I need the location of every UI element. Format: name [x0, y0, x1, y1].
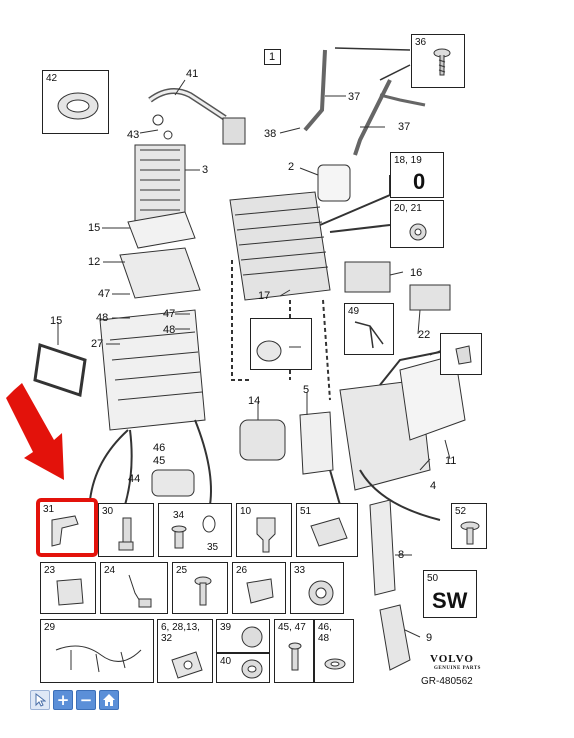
callout-12[interactable]: 12	[88, 256, 101, 268]
wiring-connector-icon	[128, 574, 152, 608]
panel-49[interactable]: 49	[344, 303, 394, 355]
wire-clip-icon	[354, 321, 384, 349]
panel-25[interactable]: 25	[172, 562, 228, 614]
callout-44[interactable]: 44	[128, 473, 141, 485]
grommet-icon-40	[241, 659, 263, 679]
panel-18-19[interactable]: 18, 19 0	[390, 152, 444, 198]
callout-41[interactable]: 41	[186, 68, 199, 80]
panel-23[interactable]: 23	[40, 562, 96, 614]
callout-5[interactable]: 5	[303, 384, 310, 396]
clip-icon	[455, 345, 472, 365]
ring-duct-icon	[57, 92, 99, 120]
brand-subtitle: GENUINE PARTS	[434, 666, 481, 671]
grommet-icon	[409, 223, 427, 241]
panel-31-highlighted[interactable]: 31	[36, 498, 98, 557]
motor-icon	[171, 651, 203, 679]
zoom-out-button[interactable]: −	[76, 690, 96, 710]
panel-24[interactable]: 24	[100, 562, 168, 614]
reference-number: GR-480562	[421, 676, 473, 687]
callout-47b[interactable]: 47	[163, 308, 176, 320]
panel-51[interactable]: 51	[296, 503, 358, 557]
callout-3[interactable]: 3	[202, 164, 209, 176]
screw-icon-25	[194, 576, 212, 606]
home-icon	[103, 694, 115, 706]
callout-45[interactable]: 45	[153, 455, 166, 467]
sensor-icon	[118, 517, 134, 551]
red-arrow-pointer	[6, 383, 64, 480]
bolt-washer-icon	[171, 515, 216, 549]
callout-46[interactable]: 46	[153, 442, 166, 454]
wiring-harness-icon	[55, 645, 142, 673]
panel-54-53[interactable]	[250, 318, 312, 370]
callout-15b[interactable]: 15	[50, 315, 63, 327]
callout-2[interactable]: 2	[288, 161, 295, 173]
callout-27[interactable]: 27	[91, 338, 104, 350]
panel-29[interactable]: 29	[40, 619, 154, 683]
callout-38[interactable]: 38	[264, 128, 277, 140]
panel-46-48[interactable]: 46, 48	[314, 619, 354, 683]
panel-52[interactable]: 52	[451, 503, 487, 549]
panel-45-47[interactable]: 45, 47	[274, 619, 314, 683]
pointer-icon	[35, 693, 46, 707]
marker-label: 1	[269, 51, 276, 63]
panel-40[interactable]: 40	[216, 653, 270, 683]
callout-4[interactable]: 4	[430, 480, 437, 492]
control-module-icon	[310, 517, 348, 547]
callout-22[interactable]: 22	[418, 329, 431, 341]
zoom-in-button[interactable]: +	[53, 690, 73, 710]
bracket-icon	[51, 515, 79, 547]
panel-33[interactable]: 33	[290, 562, 344, 614]
callout-11[interactable]: 11	[445, 455, 457, 467]
panel-30[interactable]: 30	[98, 503, 154, 557]
panel-34-35[interactable]: 34 35	[158, 503, 232, 557]
screw-icon	[433, 48, 451, 76]
panel-36[interactable]: 36	[411, 34, 465, 88]
marker-box: 1	[264, 49, 281, 65]
clamp-icon	[256, 517, 276, 553]
plate-icon	[56, 578, 84, 606]
washer-icon	[324, 658, 346, 670]
callout-47[interactable]: 47	[98, 288, 111, 300]
seal-clip-icon	[246, 578, 274, 604]
panel-39[interactable]: 39	[216, 619, 270, 653]
panel-26[interactable]: 26	[232, 562, 286, 614]
viewer-toolbar: + −	[30, 690, 119, 712]
panel-20-21[interactable]: 20, 21	[390, 200, 444, 248]
callout-9[interactable]: 9	[426, 632, 433, 644]
brand-logo: VOLVO	[430, 653, 474, 665]
callout-43[interactable]: 43	[127, 129, 140, 141]
callout-37b[interactable]: 37	[398, 121, 411, 133]
callout-37[interactable]: 37	[348, 91, 361, 103]
home-button[interactable]	[99, 690, 119, 710]
panel-7[interactable]	[440, 333, 482, 375]
panel-6-28-13-32[interactable]: 6, 28,13, 32	[157, 619, 213, 683]
callout-16[interactable]: 16	[410, 267, 423, 279]
callout-48b[interactable]: 48	[163, 324, 176, 336]
cap-screw-icon	[256, 340, 301, 362]
pointer-button[interactable]	[30, 690, 50, 710]
plug-icon	[241, 626, 263, 648]
fastener-icon	[288, 642, 302, 671]
callout-15[interactable]: 15	[88, 222, 101, 234]
panel-10[interactable]: 10	[236, 503, 292, 557]
callout-48[interactable]: 48	[96, 312, 109, 324]
panel-50[interactable]: 50 SW	[423, 570, 477, 618]
callout-14[interactable]: 14	[248, 395, 261, 407]
panel-42[interactable]: 42	[42, 70, 109, 134]
callout-8[interactable]: 8	[398, 549, 405, 561]
callout-17[interactable]: 17	[258, 290, 271, 302]
actuator-icon	[308, 580, 334, 606]
flange-screw-icon	[460, 521, 480, 545]
